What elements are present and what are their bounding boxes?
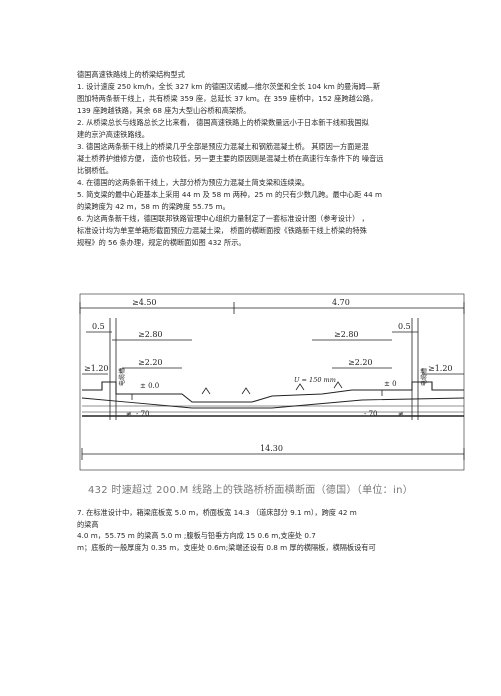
doc-line: 规程》的 56 条办理，规定的横断面如图 432 所示。 [77,238,246,247]
vertical-label-left: 电缆槽 [118,368,126,386]
doc-bottom-line: 7. 在标准设计中，箱梁底板宽 5.0 m，桥面板宽 14.3 （道床部分 9.… [77,508,357,517]
doc-line: 2. 从桥梁总长与线路总长之比来看， 德国高速铁路上的桥梁数量远小于日本新干线和… [77,118,369,127]
dim-280-left: ≥2.80 [138,330,163,339]
dim-120-left: ≥1.20 [84,364,109,373]
doc-line: 凝土桥养护维修方便， 造价也较低，另一更主要的原因则是混凝土桥在高速行车条件下的… [77,154,384,163]
figure-caption: 432 时速超过 200.M 线路上的铁路桥桥面横断面（德国）（单位：in） [87,485,414,496]
document-body: 德国高速铁路线上的桥梁结构型式 1. 设计速度 250 km/h，全长 327 … [77,69,447,249]
mark-right: ≠ [398,410,404,418]
dim-120-right: ≥1.20 [428,364,453,373]
doc-line: 139 座跨越铁路，其余 68 座为大型山谷桥和高架桥。 [77,106,251,115]
doc-line: 1. 设计速度 250 km/h，全长 327 km 的德国汉诺威—维尔茨堡和全… [77,82,381,91]
dim-05-left: 0.5 [92,322,105,331]
minus70-right: - 70 [364,410,378,418]
dim-top-left: ≥4.50 [132,298,157,307]
doc-line: 6. 为这两条新干线，德国联邦铁路管理中心组织力量制定了一套标准设计图（参考设计… [77,214,369,223]
vertical-label-right: 电缆槽 [420,368,428,386]
doc-line: 3. 德国这两条新干线上的桥梁几乎全部是预应力混凝土和钢筋混凝土桥。 其原因一方… [77,142,369,151]
dim-280-right: ≥2.80 [334,330,359,339]
minus70-left: - 70 [136,410,150,418]
level-left: ± 0.0 [140,382,159,390]
doc-line: 图加特两条新干线上，共有桥梁 359 座，总延长 37 km。在 359 座桥中… [77,94,378,103]
doc-bottom-line: m；底板的一般厚度为 0.35 m，支座处 0.6m;梁端还设有 0.8 m 厚… [77,542,376,552]
doc-line: 4. 在德国的这两条新干线上，大部分桥为预应力混凝土简支梁和连续梁。 [77,178,309,187]
doc-line: 比钢桥低。 [77,166,113,175]
bottom-total-dim: 14.30 [260,444,283,453]
dim-05-right: 0.5 [398,322,411,331]
mark-left: ≠ [126,410,132,418]
doc-line: 建的京沪高速铁路线。 [77,130,149,139]
doc-line: 5. 简支梁的最中心距基本上采用 44 m 及 58 m 两种，25 m 的只有… [77,190,383,199]
u-label: U = 150 mm [294,376,336,384]
doc-line: 的梁跨度为 42 m，58 m 的梁跨度 55.75 m。 [77,202,230,211]
dim-top-right: 4.70 [332,298,350,307]
dim-220-right: ≥2.20 [348,358,373,367]
doc-line: 标准设计均为单室单箱形截面预应力混凝土梁， 桥面的横断面按《铁路新干线上桥梁的特… [77,226,367,235]
level-right: ± 0 [384,380,397,388]
doc-bottom-line: 4.0 m，55.75 m 的梁高 5.0 m ;腹板与铅垂方向成 15 0.6… [77,531,316,540]
doc-bottom-line: 的梁高 [77,519,99,529]
dim-220-left: ≥2.20 [138,358,163,367]
bridge-cross-section-figure: ≥4.50 4.70 0.5 0.5 ≥2.80 ≥2.80 ≥2.20 ≥2.… [79,293,465,471]
doc-heading: 德国高速铁路线上的桥梁结构型式 [77,70,185,79]
document-bottom: 7. 在标准设计中，箱梁底板宽 5.0 m，桥面板宽 14.3 （道床部分 9.… [77,507,467,553]
